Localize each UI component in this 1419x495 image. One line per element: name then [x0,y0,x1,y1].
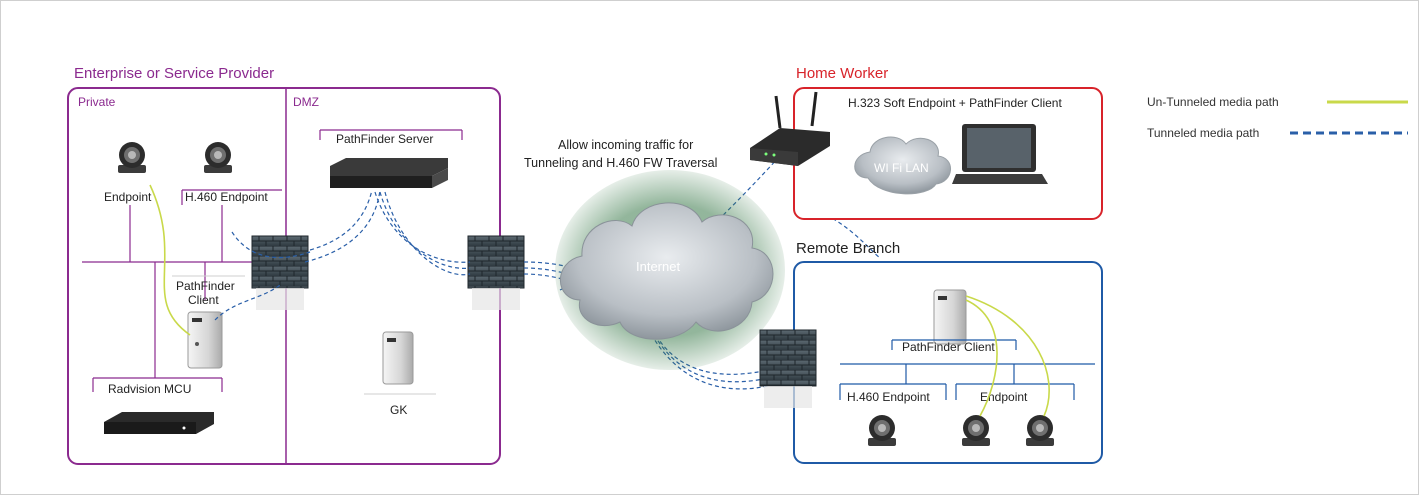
pathfinder-client-line2: Client [188,293,219,307]
enterprise-region: Enterprise or Service Provider Private D… [67,65,525,465]
wifi-label: WI Fi LAN [874,161,929,175]
branch-h460-label: H.460 Endpoint [847,390,930,404]
branch-lan-bus [839,363,1095,400]
internet-label: Internet [636,259,680,274]
pathfinder-server-device [330,158,448,188]
legend: Un-Tunneled media path Tunneled media pa… [1147,95,1408,140]
remote-branch-title: Remote Branch [796,240,900,257]
private-label: Private [78,95,116,109]
h460-endpoint-label: H.460 Endpoint [185,190,268,204]
pathfinder-server-label: PathFinder Server [336,132,433,146]
enterprise-title: Enterprise or Service Provider [74,65,274,82]
branch-endpoint-camera-2 [1026,415,1054,446]
pathfinder-client-line1: PathFinder [176,279,235,293]
branch-endpoint-camera-1 [962,415,990,446]
home-laptop [952,124,1048,184]
private-lan-bus [82,189,286,392]
endpoint-camera [118,142,146,173]
wifi-cloud: WI Fi LAN [854,136,951,195]
enterprise-firewall [251,235,309,310]
allow-note-line1: Allow incoming traffic for [558,138,693,152]
branch-pathfinder-label: PathFinder Client [902,340,995,354]
home-router [750,91,830,166]
legend-tunneled-label: Tunneled media path [1147,126,1259,140]
internet-cloud: Internet [555,170,785,370]
branch-endpoint-label: Endpoint [980,390,1028,404]
branch-pathfinder-server [933,289,967,345]
allow-note-line2: Tunneling and H.460 FW Traversal [524,156,717,170]
home-worker-region: Home Worker H.323 Soft Endpoint + PathFi… [750,65,1103,220]
remote-branch-region: Remote Branch PathFinder Client H.460 En… [759,240,1103,464]
enterprise-untunneled-path [149,184,191,336]
radvision-mcu-label: Radvision MCU [108,382,191,396]
gk-label: GK [390,403,407,417]
dmz-firewall [467,235,525,310]
branch-h460-camera [868,415,896,446]
home-worker-title: Home Worker [796,65,888,82]
endpoint-label: Endpoint [104,190,152,204]
h460-endpoint-camera [204,142,232,173]
dmz-label: DMZ [293,95,319,109]
radvision-mcu-device [104,412,214,434]
branch-untunneled-paths [965,295,1050,417]
legend-untunneled-label: Un-Tunneled media path [1147,95,1279,109]
soft-endpoint-label: H.323 Soft Endpoint + PathFinder Client [848,96,1062,110]
gk-server [382,331,414,385]
pathfinder-client-server [187,311,223,369]
branch-firewall [759,329,817,408]
